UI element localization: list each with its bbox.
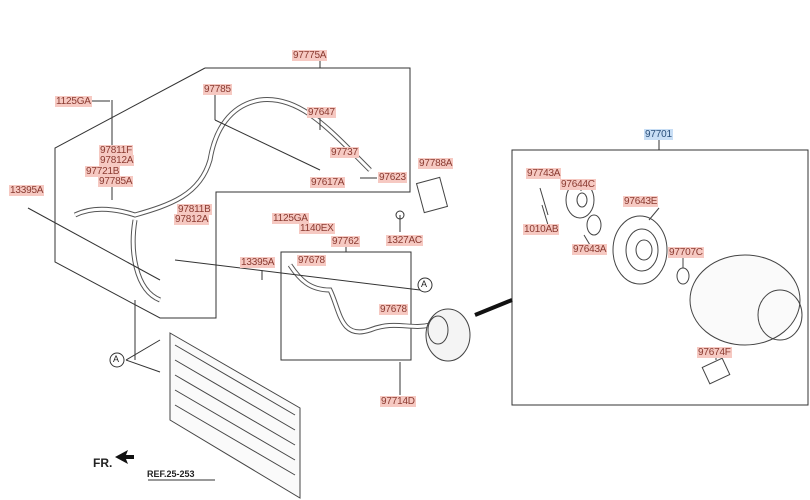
part-label-13395A-2[interactable]: 13395A — [240, 257, 276, 268]
connection-marker-a-2: A — [421, 279, 428, 289]
part-label-1010AB[interactable]: 1010AB — [523, 224, 560, 235]
part-label-97743A[interactable]: 97743A — [526, 168, 562, 179]
reference-label[interactable]: REF.25-253 — [147, 469, 195, 479]
part-label-97644C[interactable]: 97644C — [560, 179, 596, 190]
part-label-97775A[interactable]: 97775A — [292, 50, 328, 61]
part-label-97678[interactable]: 97678 — [297, 255, 326, 266]
compressor-small — [425, 308, 471, 362]
part-label-97643A[interactable]: 97643A — [572, 244, 608, 255]
part-label-97788A[interactable]: 97788A — [418, 158, 454, 169]
part-label-97617A[interactable]: 97617A — [310, 177, 346, 188]
part-label-97647[interactable]: 97647 — [307, 107, 336, 118]
part-label-97678-2[interactable]: 97678 — [379, 304, 408, 315]
part-label-97811B[interactable]: 97811B — [177, 204, 212, 215]
connection-marker-a: A — [113, 354, 120, 364]
part-label-97812A-2[interactable]: 97812A — [174, 214, 210, 225]
part-label-97785A[interactable]: 97785A — [98, 176, 134, 187]
part-label-97674F[interactable]: 97674F — [697, 347, 732, 358]
part-label-97721B[interactable]: 97721B — [85, 166, 121, 177]
front-direction-label: FR. — [93, 456, 113, 470]
part-label-97812A[interactable]: 97812A — [99, 155, 135, 166]
part-label-97737[interactable]: 97737 — [330, 147, 359, 158]
part-label-97811F[interactable]: 97811F — [99, 145, 133, 156]
part-label-97643E[interactable]: 97643E — [623, 196, 659, 207]
hose-lines — [73, 97, 431, 335]
condenser — [169, 332, 301, 499]
part-label-97714D[interactable]: 97714D — [380, 396, 416, 407]
part-label-97762[interactable]: 97762 — [331, 236, 360, 247]
part-label-1140EX[interactable]: 1140EX — [299, 223, 335, 234]
part-label-1125GA-2[interactable]: 1125GA — [272, 213, 309, 224]
part-label-1125GA[interactable]: 1125GA — [55, 96, 92, 107]
assembly-outline-97775A — [54, 67, 411, 319]
part-label-97701[interactable]: 97701 — [644, 129, 673, 140]
part-label-1327AC[interactable]: 1327AC — [386, 235, 423, 246]
assembly-outline-97701 — [511, 149, 809, 406]
compressor-components — [539, 181, 803, 385]
part-label-97623[interactable]: 97623 — [378, 172, 407, 183]
part-label-97707C[interactable]: 97707C — [668, 247, 704, 258]
part-label-97785[interactable]: 97785 — [203, 84, 232, 95]
part-label-13395A[interactable]: 13395A — [9, 185, 45, 196]
